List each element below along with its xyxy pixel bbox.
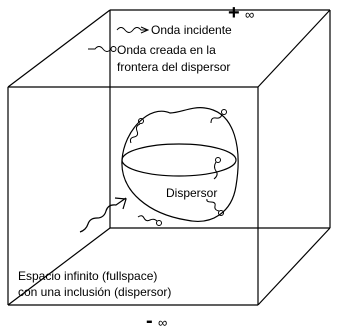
legend: Onda incidente Onda creada en la fronter… xyxy=(88,23,232,74)
cube-top-left-connector xyxy=(7,9,111,88)
legend-incident-label: Onda incidente xyxy=(151,23,232,37)
top-infinity-label: + ∞ xyxy=(228,2,254,24)
created-wave-legend-icon xyxy=(88,46,117,52)
scatterer: Dispersor xyxy=(121,107,239,222)
space-label-line1: Espacio infinito (fullspace) xyxy=(18,269,157,283)
cube-bottom-left-connector xyxy=(7,227,111,306)
cube-bottom-right-connector xyxy=(257,227,331,306)
space-label-line2: con una inclusión (dispersor) xyxy=(18,285,171,299)
bottom-infinity-symbol: ∞ xyxy=(158,315,167,328)
bottom-infinity-sign: - xyxy=(146,310,153,328)
created-wave-top-left xyxy=(129,118,144,144)
created-wave-top-right xyxy=(210,109,227,124)
scatterer-equator xyxy=(121,143,237,177)
created-wave-right xyxy=(213,157,221,180)
cube-outline xyxy=(7,9,331,306)
top-infinity-sign: + xyxy=(228,2,240,24)
created-wave-bottom-left xyxy=(137,215,162,226)
incident-wave-legend-icon xyxy=(116,26,150,34)
scatterer-outline xyxy=(121,107,239,222)
created-wave-bottom-right xyxy=(206,198,224,216)
legend-created-label-line1: Onda creada en la xyxy=(117,43,216,57)
bottom-infinity-label: - ∞ xyxy=(146,310,167,328)
cube-top-right-connector xyxy=(257,9,331,88)
legend-created-label-line2: frontera del dispersor xyxy=(117,60,230,74)
incident-wave-arrow xyxy=(79,197,127,233)
top-infinity-symbol: ∞ xyxy=(245,7,254,22)
scatterer-label: Dispersor xyxy=(166,186,217,200)
